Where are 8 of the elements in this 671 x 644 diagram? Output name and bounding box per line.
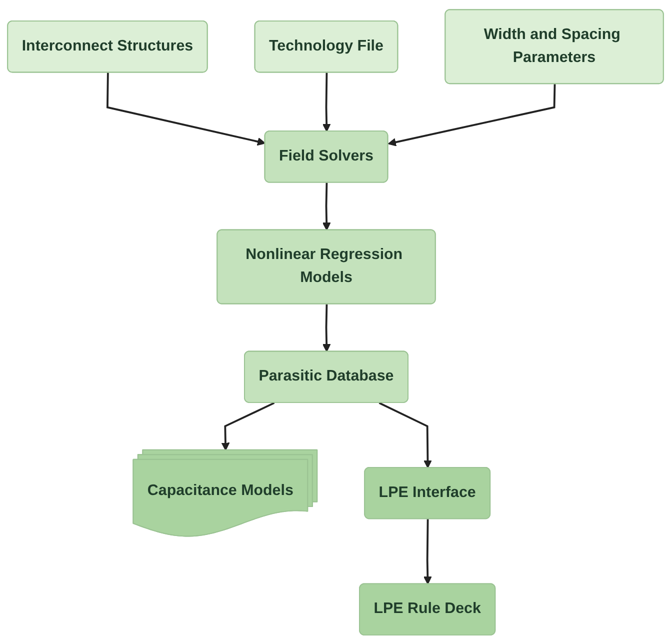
arrow xyxy=(322,182,331,230)
arrow xyxy=(322,304,331,352)
arrow xyxy=(322,72,331,132)
arrow xyxy=(378,402,432,468)
arrow xyxy=(106,72,266,146)
arrow xyxy=(221,402,275,450)
arrow xyxy=(388,84,556,146)
arrow xyxy=(423,518,432,584)
